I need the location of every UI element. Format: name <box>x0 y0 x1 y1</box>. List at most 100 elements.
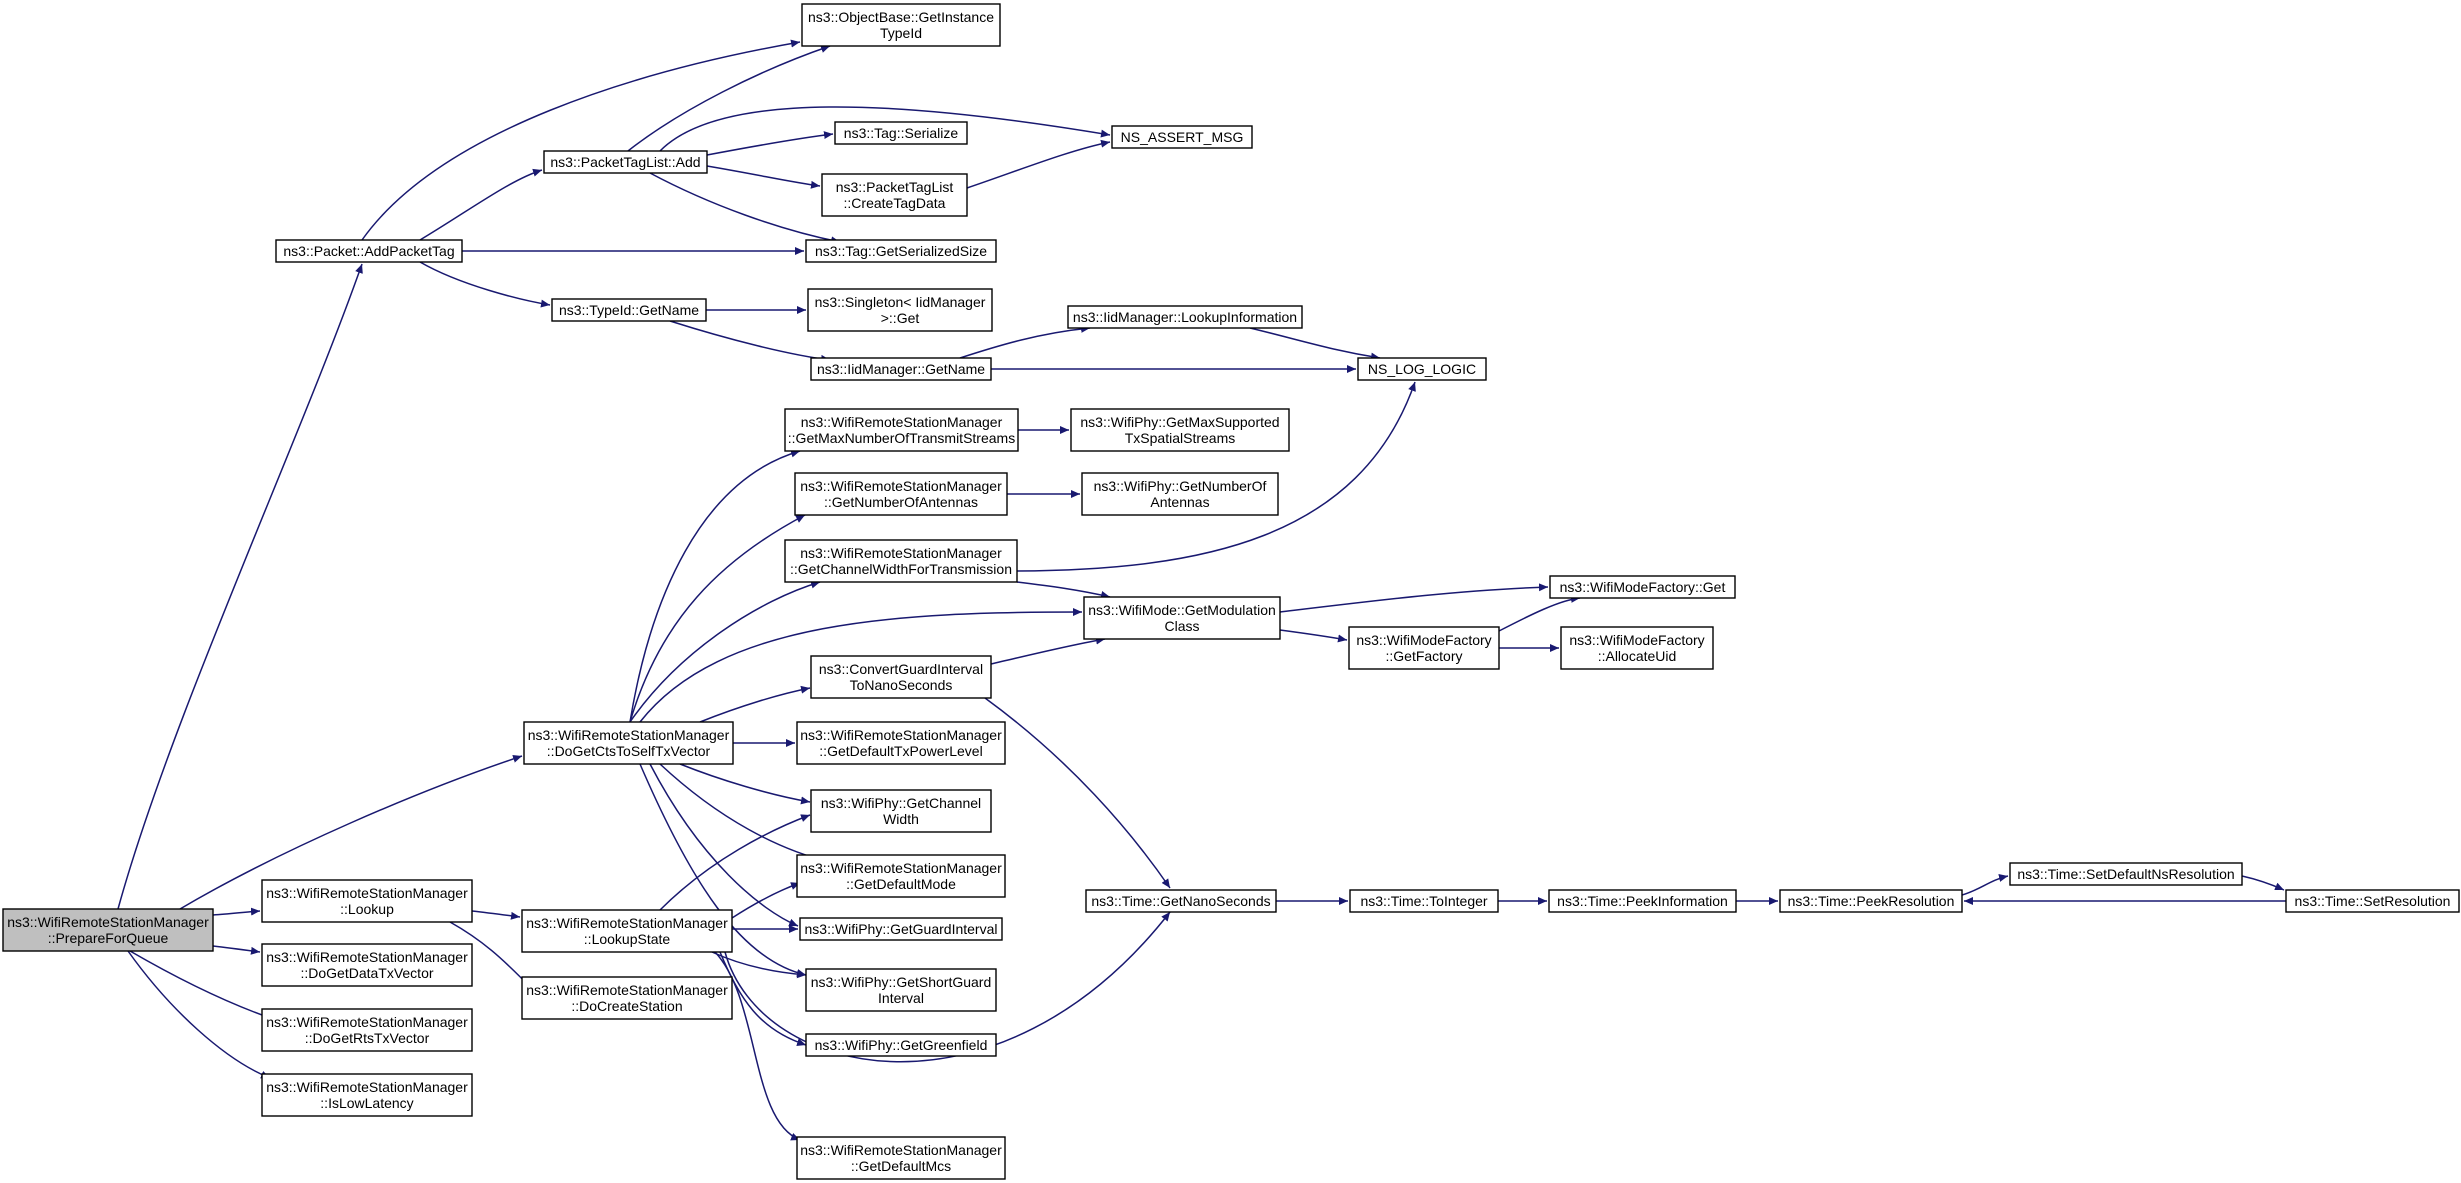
edge-getFactory-to-modeFactoryGet <box>1498 594 1581 632</box>
node-label: ToNanoSeconds <box>850 677 953 693</box>
edge-doGetCtsToSelf-to-getShortGuard <box>639 763 807 977</box>
node-label: ns3::WifiRemoteStationManager <box>800 478 1002 494</box>
node-box <box>2285 889 2460 913</box>
node-typeIdGetName[interactable]: ns3::TypeId::GetName <box>551 298 707 322</box>
edge-doGetCtsToSelf-to-getDefaultMode <box>659 763 831 864</box>
node-box <box>521 909 733 953</box>
node-lookupInformation[interactable]: ns3::IidManager::LookupInformation <box>1067 305 1303 329</box>
node-label: ns3::ConvertGuardInterval <box>819 661 983 677</box>
edge-lookupState-to-getDefaultMcs <box>714 951 801 1141</box>
node-label: ::PrepareForQueue <box>48 930 169 946</box>
node-box <box>784 539 1018 583</box>
node-getMaxSupportedTx[interactable]: ns3::WifiPhy::GetMaxSupportedTxSpatialSt… <box>1070 408 1290 452</box>
node-getDefaultMode[interactable]: ns3::WifiRemoteStationManager::GetDefaul… <box>796 854 1006 898</box>
node-toInteger[interactable]: ns3::Time::ToInteger <box>1349 889 1499 913</box>
node-doGetRtsTx[interactable]: ns3::WifiRemoteStationManager::DoGetRtsT… <box>261 1008 473 1052</box>
node-getNanoSeconds[interactable]: ns3::Time::GetNanoSeconds <box>1085 889 1277 913</box>
node-phyGetChannelWidth[interactable]: ns3::WifiPhy::GetChannelWidth <box>810 789 992 833</box>
node-label: ns3::WifiPhy::GetChannel <box>821 795 981 811</box>
node-box <box>1349 889 1499 913</box>
node-label: ns3::WifiRemoteStationManager <box>266 1014 468 1030</box>
node-label: TxSpatialStreams <box>1125 430 1235 446</box>
node-singletonGet[interactable]: ns3::Singleton< IidManager >::Get <box>807 288 993 332</box>
node-phyGetNumberOf[interactable]: ns3::WifiPhy::GetNumberOfAntennas <box>1081 472 1279 516</box>
edge-doGetCtsToSelf-to-convertGuard <box>699 685 811 723</box>
node-getDefaultTxPower[interactable]: ns3::WifiRemoteStationManager::GetDefaul… <box>796 721 1006 765</box>
node-box <box>796 854 1006 898</box>
edge-getChannelWidthForTx-to-nsLogLogic <box>1016 381 1416 572</box>
node-getFactory[interactable]: ns3::WifiModeFactory::GetFactory <box>1348 626 1500 670</box>
node-setResolution[interactable]: ns3::Time::SetResolution <box>2285 889 2460 913</box>
node-nsAssertMsg[interactable]: NS_ASSERT_MSG <box>1111 125 1253 149</box>
edge-packetTagListAdd-to-tagSerialize <box>706 131 834 156</box>
node-label: ns3::Tag::GetSerializedSize <box>815 243 987 259</box>
edge-doGetCtsToSelf-to-getGuardInterval <box>649 763 799 927</box>
node-box <box>1357 357 1487 381</box>
node-box <box>834 121 968 145</box>
node-label: ::GetDefaultMode <box>846 876 956 892</box>
node-label: ns3::WifiPhy::GetGreenfield <box>815 1037 988 1053</box>
node-allocateUid[interactable]: ns3::WifiModeFactory::AllocateUid <box>1560 626 1714 670</box>
node-tagSerialize[interactable]: ns3::Tag::Serialize <box>834 121 968 145</box>
node-doCreateStation[interactable]: ns3::WifiRemoteStationManager::DoCreateS… <box>521 976 733 1020</box>
node-label: ns3::TypeId::GetName <box>559 302 699 318</box>
node-doGetCtsToSelf[interactable]: ns3::WifiRemoteStationManager::DoGetCtsT… <box>523 721 734 765</box>
node-label: ns3::WifiPhy::GetMaxSupported <box>1080 414 1279 430</box>
node-label: ns3::Time::SetResolution <box>2295 893 2451 909</box>
edge-lookupState-to-getNanoSeconds <box>724 911 1171 1063</box>
node-label: ns3::Time::ToInteger <box>1360 893 1487 909</box>
edge-doGetCtsToSelf-to-getNumberOfAntennas <box>629 514 806 723</box>
node-label: ::IsLowLatency <box>320 1095 413 1111</box>
node-getChannelWidthForTx[interactable]: ns3::WifiRemoteStationManager::GetChanne… <box>784 539 1018 583</box>
edge-convertGuard-to-getNanoSeconds <box>984 697 1171 889</box>
node-label: ns3::WifiRemoteStationManager <box>528 727 730 743</box>
edge-addPacketTag-to-typeIdGetName <box>419 261 551 308</box>
node-lookup[interactable]: ns3::WifiRemoteStationManager::Lookup <box>261 879 473 923</box>
edge-lookupInformation-to-nsLogLogic <box>1249 327 1381 361</box>
node-root[interactable]: ns3::WifiRemoteStationManager::PrepareFo… <box>2 908 214 952</box>
node-getNumberOfAntennas[interactable]: ns3::WifiRemoteStationManager::GetNumber… <box>794 472 1008 516</box>
node-setDefaultNsRes[interactable]: ns3::Time::SetDefaultNsResolution <box>2009 862 2243 886</box>
node-getGreenfield[interactable]: ns3::WifiPhy::GetGreenfield <box>805 1033 997 1057</box>
node-nsLogLogic[interactable]: NS_LOG_LOGIC <box>1357 357 1487 381</box>
edge-peekResolution-to-setDefaultNsRes <box>1961 874 2009 896</box>
node-box <box>2 908 214 952</box>
node-peekResolution[interactable]: ns3::Time::PeekResolution <box>1779 889 1963 913</box>
node-label: ::CreateTagData <box>844 195 946 211</box>
node-box <box>810 789 992 833</box>
node-box <box>523 721 734 765</box>
node-box <box>2009 862 2243 886</box>
node-label: ns3::WifiRemoteStationManager <box>526 915 728 931</box>
node-label: ns3::Time::GetNanoSeconds <box>1091 893 1270 909</box>
node-label: ns3::WifiRemoteStationManager <box>266 885 468 901</box>
node-peekInformation[interactable]: ns3::Time::PeekInformation <box>1548 889 1737 913</box>
node-doGetDataTx[interactable]: ns3::WifiRemoteStationManager::DoGetData… <box>261 943 473 987</box>
node-getSerializedSize[interactable]: ns3::Tag::GetSerializedSize <box>805 239 997 263</box>
node-getMaxNumberTx[interactable]: ns3::WifiRemoteStationManager::GetMaxNum… <box>784 408 1019 452</box>
node-modeFactoryGet[interactable]: ns3::WifiModeFactory::Get <box>1549 575 1736 599</box>
node-isLowLatency[interactable]: ns3::WifiRemoteStationManager::IsLowLate… <box>261 1073 473 1117</box>
node-box <box>796 1136 1006 1180</box>
node-getGuardInterval[interactable]: ns3::WifiPhy::GetGuardInterval <box>799 917 1003 941</box>
node-packetTagListAdd[interactable]: ns3::PacketTagList::Add <box>543 150 708 174</box>
node-label: ns3::Tag::Serialize <box>844 125 959 141</box>
node-label: ::DoGetCtsToSelfTxVector <box>547 743 711 759</box>
node-lookupState[interactable]: ns3::WifiRemoteStationManager::LookupSta… <box>521 909 733 953</box>
node-iidGetName[interactable]: ns3::IidManager::GetName <box>810 357 992 381</box>
node-label: ns3::WifiModeFactory <box>1569 632 1704 648</box>
node-label: ::Lookup <box>340 901 394 917</box>
node-label: ::GetChannelWidthForTransmission <box>790 561 1012 577</box>
node-addPacketTag[interactable]: ns3::Packet::AddPacketTag <box>275 239 463 263</box>
node-label: >::Get <box>881 310 920 326</box>
edge-root-to-doGetRtsTx <box>129 950 283 1024</box>
edge-packetTagListAdd-to-getSerializedSize <box>649 172 841 245</box>
node-getDefaultMcs[interactable]: ns3::WifiRemoteStationManager::GetDefaul… <box>796 1136 1006 1180</box>
node-createTagData[interactable]: ns3::PacketTagList::CreateTagData <box>821 173 968 217</box>
edge-createTagData-to-nsAssertMsg <box>966 139 1111 189</box>
node-box <box>261 879 473 923</box>
